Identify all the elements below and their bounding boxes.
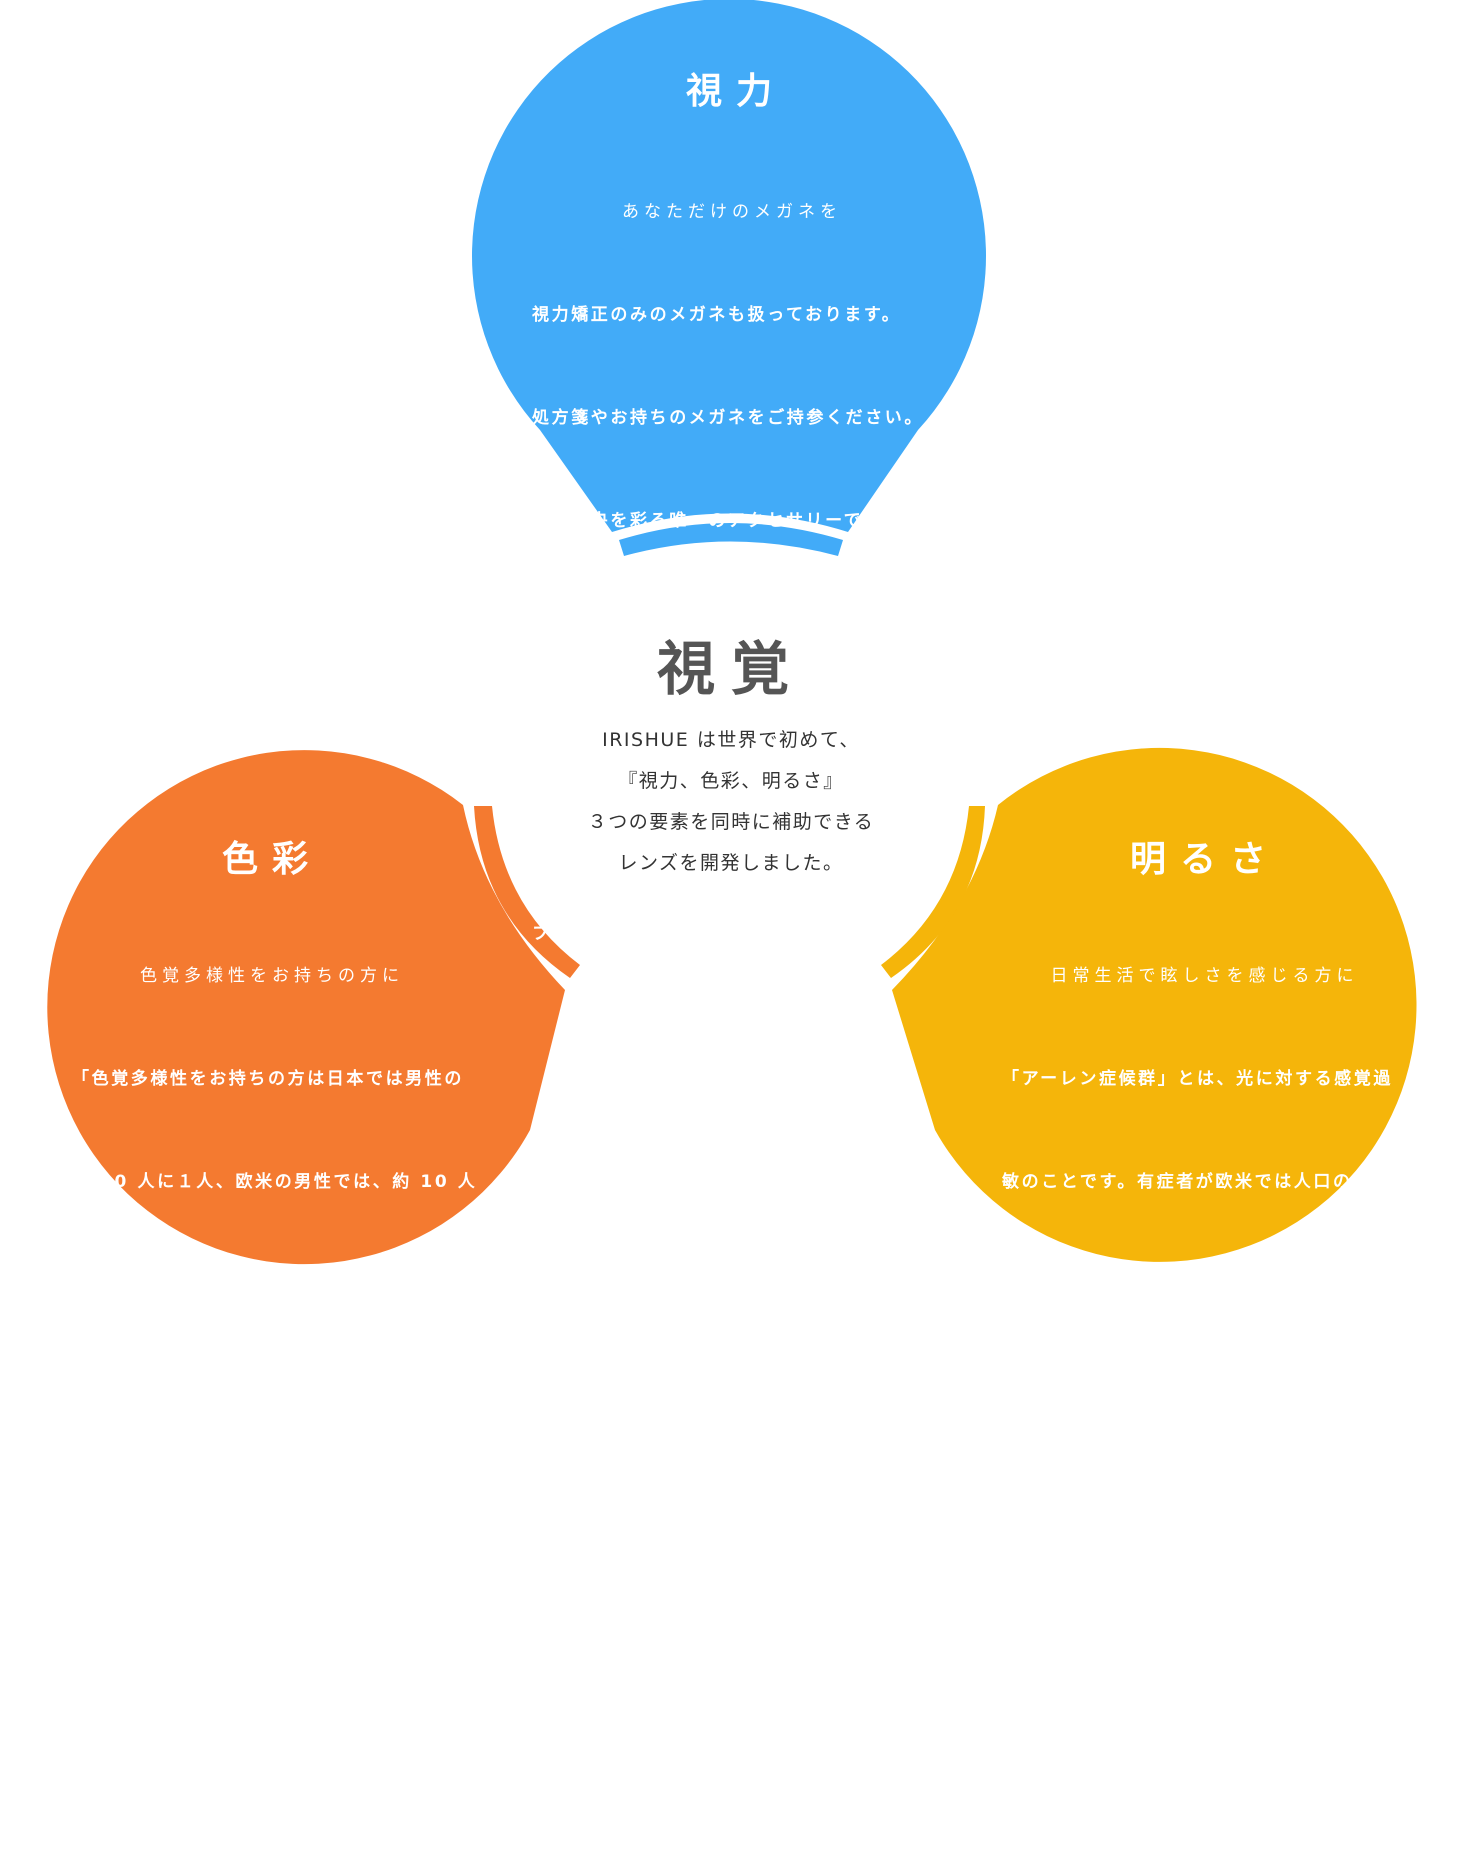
blue-bubble-line: 視力矯正のみのメガネも扱っております。 — [532, 305, 902, 326]
orange-bubble-text: 色覚多様性をお持ちの方に 「色覚多様性をお持ちの方は日本では男性の 約 20 人… — [72, 890, 482, 1853]
blue-bubble-line: 顔の中央を彩る唯一のアクセサリーでもあ — [532, 511, 903, 532]
center-line: レンズを開発しました。 — [618, 852, 844, 874]
center-title: 視覚 — [656, 635, 805, 703]
yellow-bubble-line: 頭痛が生じるなど様々な症状があり、学習障 — [1002, 1481, 1394, 1502]
orange-drop-band — [474, 806, 580, 978]
yellow-bubble-title: 明るさ — [1129, 839, 1280, 880]
blue-drop-shape — [472, 0, 986, 532]
orange-bubble-line: に１人いると推定されています。 — [72, 1275, 364, 1296]
blue-drop-band — [619, 523, 843, 556]
orange-bubble-line: については就業が制限されているなど、個 — [72, 1688, 443, 1709]
yellow-drop-band — [881, 806, 985, 978]
yellow-drop-shape — [892, 747, 1417, 1262]
orange-bubble-line: 約 20 人に１人、欧米の男性では、約 10 人 — [72, 1172, 478, 1193]
orange-bubble-line: また、パイロットや薬剤師など一部の職業 — [72, 1585, 445, 1606]
yellow-bubble-line: れています。文字を読むと極端に疲労したり、 — [1002, 1378, 1411, 1399]
blue-bubble-line: 処方箋やお持ちのメガネをご持参ください。 — [532, 408, 924, 429]
orange-bubble-line: 性では片付けられない問題もあります。 — [72, 1791, 424, 1812]
blue-bubble-title: 視力 — [685, 71, 786, 112]
center-line: ３つの要素を同時に補助できる — [587, 811, 875, 833]
blue-bubble-lead: あなただけのメガネを — [622, 201, 842, 222]
yellow-bubble-text: 日常生活で眩しさを感じる方に 「アーレン症候群」とは、光に対する感覚過 敏のこと… — [1002, 890, 1422, 1853]
center-line: IRISHUE は世界で初めて、 — [602, 729, 860, 751]
orange-bubble-line: 一部の色の区別がつきにくいため、日常生 — [72, 1378, 445, 1399]
blue-bubble-text: あなただけのメガネを 視力矯正のみのメガネも扱っております。 処方箋やお持ちのメ… — [532, 126, 952, 986]
blue-bubble-line: ザインで機能性のより良い物をつけて頂き — [532, 717, 905, 738]
yellow-bubble-line: 日常的に LED が多用されるにつれ、目の疲 — [1002, 1688, 1397, 1709]
yellow-bubble-line: 敏のことです。有症者が欧米では人口の — [1002, 1172, 1353, 1193]
yellow-bubble-line: 「アーレン症候群」とは、光に対する感覚過 — [1002, 1069, 1393, 1090]
blue-bubble-line: たいと考えております。日本が誇る鯖江の — [532, 821, 902, 842]
center-line: 『視力、色彩、明るさ』 — [618, 770, 844, 792]
orange-bubble-line: 活での色が重要な場面で不便が生じます。 — [72, 1481, 443, 1502]
orange-bubble-title: 色彩 — [221, 839, 322, 880]
orange-bubble-lead: 色覚多様性をお持ちの方に — [140, 965, 404, 986]
center-description: IRISHUE は世界で初めて、 『視力、色彩、明るさ』 ３つの要素を同時に補助… — [0, 720, 1462, 884]
blue-bubble-line: フレームを取り揃えてお待ちしております。 — [532, 924, 920, 945]
yellow-bubble-lead: 日常生活で眩しさを感じる方に — [1050, 965, 1359, 986]
yellow-bubble-line: 22%～38%、日本では６%に上ると推定さ — [1002, 1275, 1394, 1296]
orange-drop-shape — [47, 750, 566, 1265]
yellow-bubble-line: 害の原因としても注目されています。 — [1002, 1585, 1332, 1606]
blue-bubble-line: るメガネは、他の人とは被らない拘ったデ — [532, 614, 905, 635]
yellow-bubble-line: れを感じる人が増加しています。 — [1002, 1791, 1294, 1812]
diagram-shapes — [47, 0, 1417, 1265]
orange-bubble-line: 「色覚多様性をお持ちの方は日本では男性の — [72, 1069, 464, 1090]
